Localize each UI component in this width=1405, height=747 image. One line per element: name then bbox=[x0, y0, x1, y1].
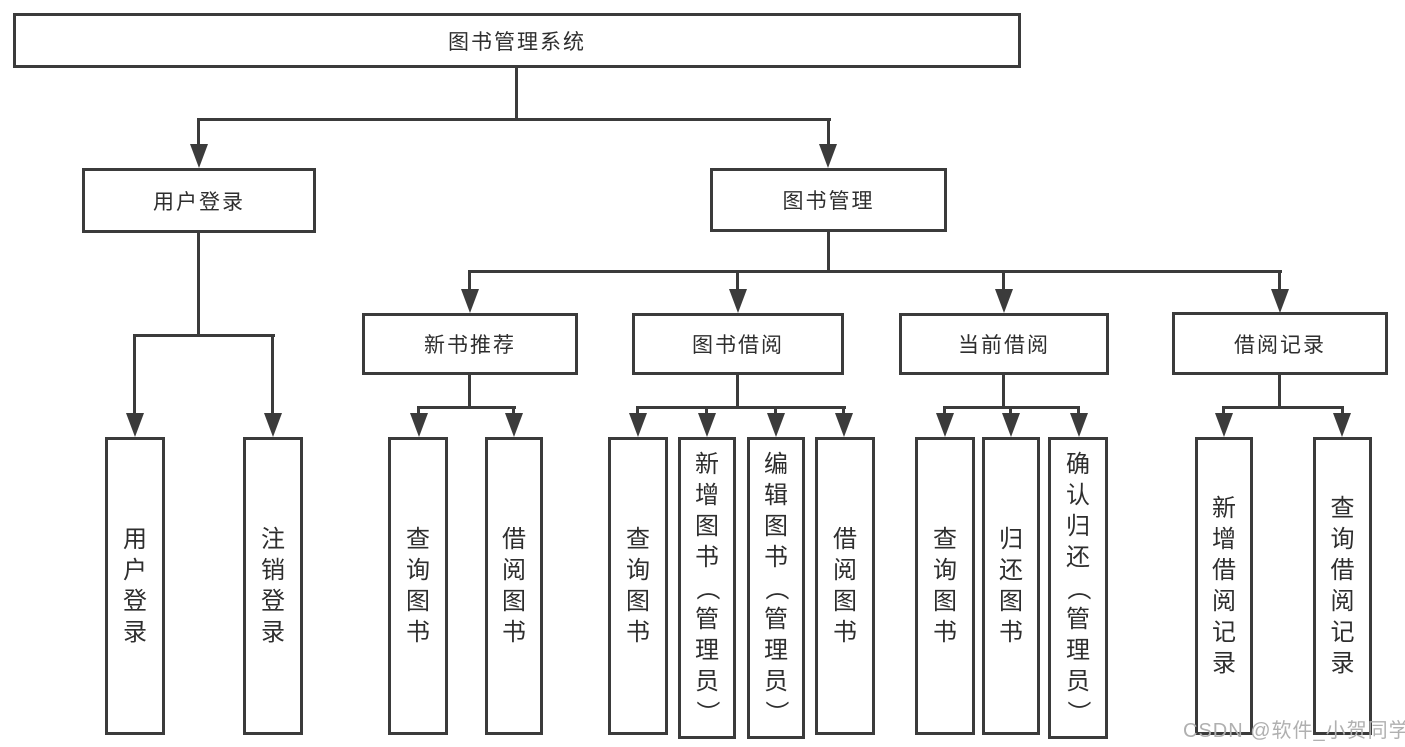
connector bbox=[468, 270, 1282, 273]
connector bbox=[197, 233, 200, 336]
arrow-down-icon bbox=[1070, 413, 1088, 437]
connector bbox=[736, 270, 739, 292]
arrow-down-icon bbox=[505, 413, 523, 437]
arrow-down-icon bbox=[835, 413, 853, 437]
arrow-down-icon bbox=[264, 413, 282, 437]
node-user-login: 用户登录 bbox=[82, 168, 316, 233]
connector bbox=[271, 334, 274, 415]
arrow-down-icon bbox=[1215, 413, 1233, 437]
leaf-query-borrow-record: 查询借阅记录 bbox=[1313, 437, 1372, 735]
arrow-down-icon bbox=[190, 144, 208, 168]
node-label: 借阅记录 bbox=[1234, 333, 1326, 357]
connector bbox=[468, 270, 471, 292]
node-label: 当前借阅 bbox=[958, 334, 1050, 357]
connector bbox=[417, 406, 516, 409]
arrow-down-icon bbox=[1002, 413, 1020, 437]
connector bbox=[197, 118, 200, 148]
node-current-borrow: 当前借阅 bbox=[899, 313, 1109, 375]
node-label: 查询图书 bbox=[406, 526, 430, 646]
connector bbox=[736, 375, 739, 408]
arrow-down-icon bbox=[1271, 289, 1289, 313]
arrow-down-icon bbox=[461, 289, 479, 313]
connector bbox=[1341, 406, 1344, 418]
node-label: 图书管理系统 bbox=[448, 30, 586, 54]
connector bbox=[1002, 270, 1005, 292]
arrow-down-icon bbox=[995, 289, 1013, 313]
node-label: 借阅图书 bbox=[502, 526, 526, 646]
node-label: 注销登录 bbox=[261, 526, 285, 646]
connector bbox=[943, 406, 946, 418]
leaf-confirm-return-admin: 确认归还（管理员） bbox=[1048, 437, 1108, 739]
node-label: 查询图书 bbox=[933, 526, 957, 646]
leaf-query-books: 查询图书 bbox=[608, 437, 668, 735]
arrow-down-icon bbox=[410, 413, 428, 437]
leaf-borrow-books: 借阅图书 bbox=[815, 437, 875, 735]
node-label: 图书借阅 bbox=[692, 334, 784, 357]
node-library-management-system: 图书管理系统 bbox=[13, 13, 1021, 68]
node-label: 编辑图书（管理员） bbox=[762, 450, 790, 725]
connector bbox=[515, 68, 518, 120]
node-label: 查询图书 bbox=[626, 526, 650, 646]
connector bbox=[827, 232, 830, 272]
leaf-user-login: 用户登录 bbox=[105, 437, 165, 735]
connector bbox=[133, 334, 275, 337]
connector bbox=[636, 406, 846, 409]
connector bbox=[468, 375, 471, 408]
connector bbox=[417, 406, 420, 418]
leaf-borrow-books: 借阅图书 bbox=[485, 437, 543, 735]
node-book-borrow: 图书借阅 bbox=[632, 313, 844, 375]
connector bbox=[1222, 406, 1225, 418]
arrow-down-icon bbox=[629, 413, 647, 437]
arrow-down-icon bbox=[126, 413, 144, 437]
leaf-return-books: 归还图书 bbox=[982, 437, 1040, 735]
connector bbox=[133, 334, 136, 415]
node-new-book-recommend: 新书推荐 bbox=[362, 313, 578, 375]
node-label: 用户登录 bbox=[153, 190, 245, 214]
leaf-query-books: 查询图书 bbox=[388, 437, 448, 735]
leaf-add-books-admin: 新增图书（管理员） bbox=[678, 437, 736, 739]
node-label: 查询借阅记录 bbox=[1330, 495, 1355, 677]
node-label: 新书推荐 bbox=[424, 334, 516, 357]
arrow-down-icon bbox=[767, 413, 785, 437]
node-label: 新增借阅记录 bbox=[1212, 495, 1236, 677]
connector bbox=[705, 406, 708, 418]
connector bbox=[842, 406, 845, 418]
node-label: 确认归还（管理员） bbox=[1064, 450, 1092, 725]
connector bbox=[1278, 375, 1281, 408]
node-label: 用户登录 bbox=[123, 526, 147, 646]
arrow-down-icon bbox=[729, 289, 747, 313]
arrow-down-icon bbox=[1333, 413, 1351, 437]
node-book-management: 图书管理 bbox=[710, 168, 947, 232]
leaf-query-books: 查询图书 bbox=[915, 437, 975, 735]
arrow-down-icon bbox=[819, 144, 837, 168]
node-label: 新增图书（管理员） bbox=[693, 450, 721, 725]
connector bbox=[1278, 270, 1281, 292]
leaf-logout: 注销登录 bbox=[243, 437, 303, 735]
node-borrow-records: 借阅记录 bbox=[1172, 312, 1388, 375]
connector bbox=[512, 406, 515, 418]
arrow-down-icon bbox=[936, 413, 954, 437]
connector bbox=[197, 118, 831, 121]
node-label: 图书管理 bbox=[782, 190, 875, 213]
connector bbox=[1077, 406, 1080, 418]
leaf-edit-books-admin: 编辑图书（管理员） bbox=[747, 437, 805, 739]
connector bbox=[774, 406, 777, 418]
connector bbox=[1009, 406, 1012, 418]
connector bbox=[1222, 406, 1344, 409]
csdn-watermark: CSDN @软件_小贺同学 bbox=[1183, 720, 1405, 742]
connector bbox=[636, 406, 639, 418]
arrow-down-icon bbox=[698, 413, 716, 437]
node-label: 归还图书 bbox=[999, 526, 1023, 646]
node-label: 借阅图书 bbox=[833, 526, 857, 646]
leaf-add-borrow-record: 新增借阅记录 bbox=[1195, 437, 1253, 735]
connector bbox=[827, 118, 830, 148]
connector bbox=[1002, 375, 1005, 408]
